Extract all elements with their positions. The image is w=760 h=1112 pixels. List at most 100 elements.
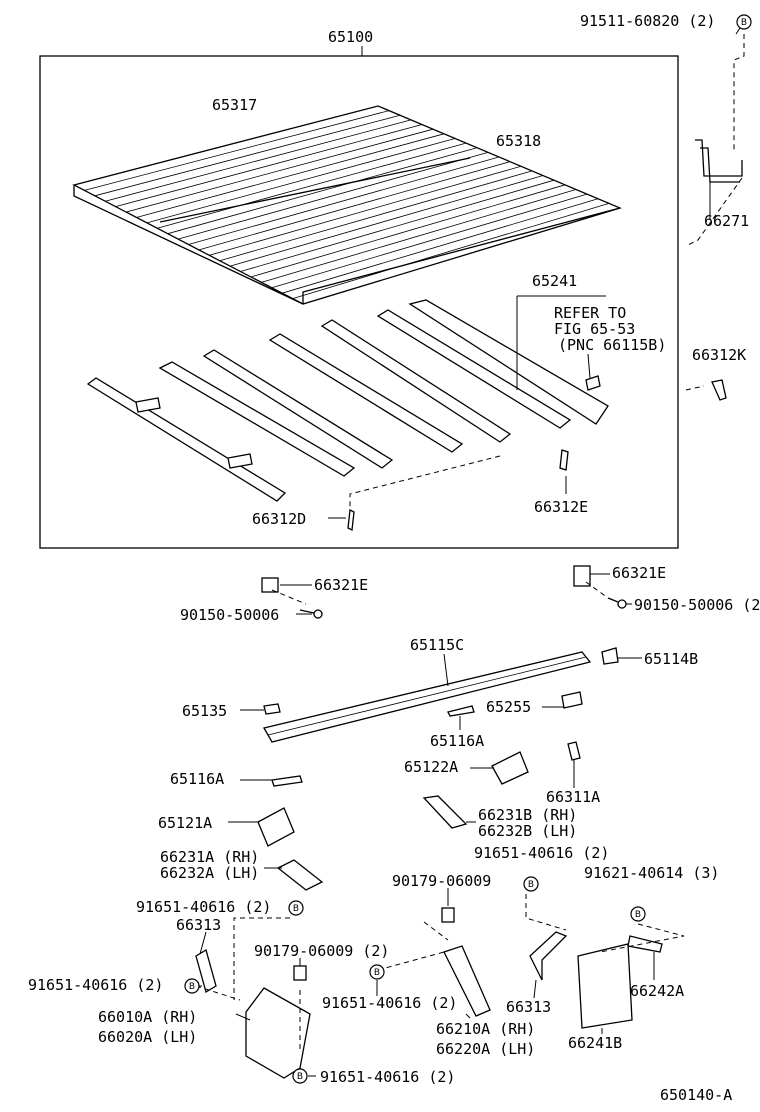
label-66312e: 66312E — [534, 498, 588, 516]
bracket-65255 — [561, 691, 583, 709]
floor-rib — [115, 124, 423, 208]
label-66232a: 66232A (LH) — [160, 864, 259, 882]
label-66311a: 66311A — [546, 788, 600, 806]
cushion-66321e-left — [261, 577, 279, 593]
refer-note-line1: REFER TO — [554, 304, 626, 322]
label-65135: 65135 — [182, 702, 227, 720]
bolt-90150-right — [607, 597, 627, 609]
clip-66312k — [711, 379, 727, 401]
label-66312k: 66312K — [692, 346, 746, 364]
floor-rib — [240, 179, 555, 272]
svg-text:B: B — [374, 968, 380, 978]
label-66232b: 66232B (LH) — [478, 822, 577, 840]
mudflap-66241b — [577, 943, 633, 1029]
shim-65116a-left — [271, 775, 303, 787]
svg-text:B: B — [528, 880, 534, 890]
bracket-66271 — [695, 139, 743, 177]
svg-text:B: B — [635, 910, 641, 920]
mudguard-66010a — [245, 987, 311, 1079]
svg-text:B: B — [297, 1072, 303, 1082]
mudguard-66210a — [443, 945, 491, 1017]
floor-rib — [136, 133, 445, 218]
svg-text:B: B — [741, 18, 747, 28]
label-66313-right: 66313 — [506, 998, 551, 1016]
floor-rib — [177, 151, 489, 240]
label-65121a: 65121A — [158, 814, 212, 832]
label-90150-50006-right: 90150-50006 (2) — [634, 596, 760, 614]
label-65317: 65317 — [212, 96, 257, 114]
cross-sills — [86, 299, 609, 502]
floor-rib — [282, 198, 599, 294]
floor-rib — [84, 110, 390, 191]
label-66231b: 66231B (RH) — [478, 806, 577, 824]
floor-rib — [157, 142, 467, 229]
bolt-symbol-91651-ml: B — [184, 978, 200, 994]
label-90179-06009-left: 90179-06009 (2) — [254, 942, 389, 960]
clip-66312d — [347, 509, 355, 531]
nut-90179-left — [293, 965, 307, 981]
label-91511-60820: 91511-60820 (2) — [580, 12, 715, 30]
cushion-66321e-right — [573, 565, 591, 587]
label-65114b: 65114B — [644, 650, 698, 668]
label-66231a: 66231A (RH) — [160, 848, 259, 866]
floor-rib — [292, 202, 610, 299]
floor-rib — [188, 156, 500, 245]
diagram-id: 650140-A — [660, 1086, 732, 1104]
bolt-symbol-91651-b: B — [292, 1068, 308, 1084]
label-91651-40616-mid-left: 91651-40616 (2) — [28, 976, 163, 994]
bolt-symbol-91651-mc: B — [369, 964, 385, 980]
label-66321e-right: 66321E — [612, 564, 666, 582]
label-91651-40616-mid-center: 91651-40616 (2) — [322, 994, 457, 1012]
label-91621-40614: 91621-40614 (3) — [584, 864, 719, 882]
leader-lines — [186, 21, 745, 1077]
svg-text:B: B — [293, 904, 299, 914]
assembly-frame — [39, 55, 679, 549]
plate-65114b — [601, 647, 619, 665]
bracket-66231b — [422, 795, 468, 829]
label-65100: 65100 — [328, 28, 373, 46]
label-91651-40616-center: 91651-40616 (2) — [474, 844, 609, 862]
label-66241b: 66241B — [568, 1034, 622, 1052]
label-66010a: 66010A (RH) — [98, 1008, 197, 1026]
clip-66115b — [585, 375, 601, 391]
label-66220a: 66220A (LH) — [436, 1040, 535, 1058]
side-rail-65115c — [263, 651, 592, 743]
bed-floor-panels — [72, 105, 622, 305]
part-labels: 65100 91511-60820 (2) 65317 65318 66271 … — [28, 12, 760, 1104]
bolt-symbol-91511: B — [736, 14, 752, 30]
shim-65116a-center — [447, 705, 475, 717]
label-65116a-center: 65116A — [430, 732, 484, 750]
floor-rib — [271, 193, 588, 289]
bolt-90150-left — [299, 609, 323, 619]
svg-text:B: B — [189, 982, 195, 992]
label-66210a: 66210A (RH) — [436, 1020, 535, 1038]
clip-66311a — [567, 741, 581, 761]
label-65318: 65318 — [496, 132, 541, 150]
floor-rib — [250, 184, 566, 278]
floor-rib — [219, 170, 533, 262]
label-91651-40616-top-left: 91651-40616 (2) — [136, 898, 271, 916]
nut-90179-center — [441, 907, 455, 923]
bracket-66313-right — [529, 931, 568, 981]
floor-rib — [105, 119, 412, 202]
floor-rib — [146, 138, 456, 224]
floor-rib — [261, 189, 577, 283]
refer-note-line3: (PNC 66115B) — [558, 336, 666, 354]
label-65255: 65255 — [486, 698, 531, 716]
label-65116a-left: 65116A — [170, 770, 224, 788]
label-66020a: 66020A (LH) — [98, 1028, 197, 1046]
bracket-66231a — [276, 859, 324, 891]
label-66312d: 66312D — [252, 510, 306, 528]
label-66313-left: 66313 — [176, 916, 221, 934]
label-66271: 66271 — [704, 212, 749, 230]
refer-note-line2: FIG 65-53 — [554, 320, 635, 338]
floor-rib — [94, 114, 401, 197]
floor-rib — [167, 147, 478, 235]
label-65122a: 65122A — [404, 758, 458, 776]
bolt-symbol-91651-tl: B — [288, 900, 304, 916]
floor-rib — [209, 165, 522, 256]
bracket-66313-left — [195, 949, 217, 993]
bolt-symbol-91621: B — [630, 906, 646, 922]
clip-66312e — [559, 449, 569, 471]
